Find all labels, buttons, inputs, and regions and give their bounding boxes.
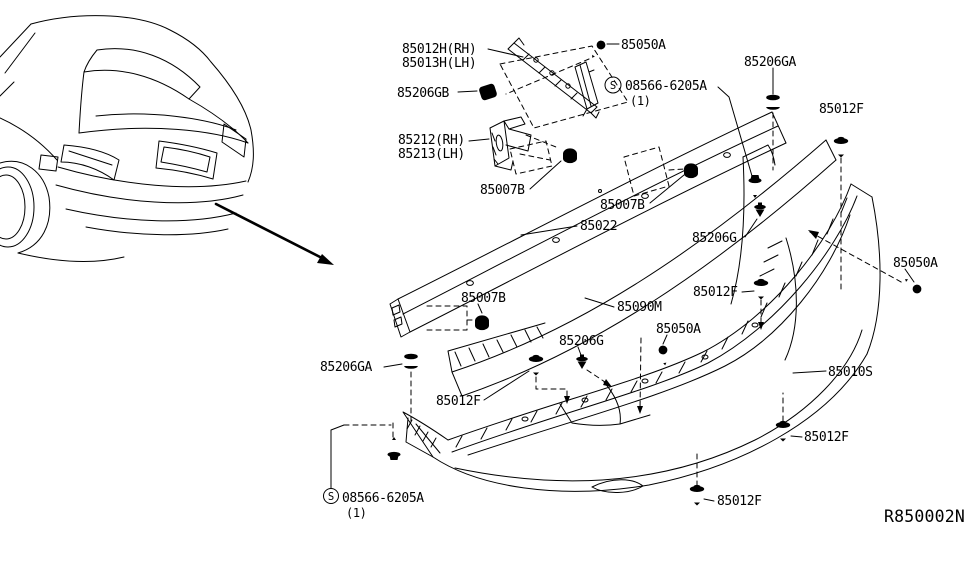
fascia-cap-hatch: [407, 420, 436, 447]
grommet-85206gb-icon: [478, 81, 498, 102]
taillight-right: [222, 124, 246, 157]
fascia-molding-hatch: [456, 198, 847, 447]
callout-energy-absorber: 85090M: [617, 300, 662, 315]
reinforcement-bar-85022: [390, 112, 786, 337]
screw-85050a-top-icon: [588, 38, 608, 61]
callout-clip-center: 85012F: [436, 394, 481, 409]
s-symbol-top: S: [610, 80, 616, 92]
callout-finisher-lh: 85013H(LH): [402, 56, 476, 71]
leader-lines: [331, 44, 914, 501]
bumper-fascia-85010s: [403, 145, 880, 493]
callout-screw-center: 85050A: [656, 322, 701, 337]
nut-85007b-lower-icon: [475, 315, 489, 331]
callout-grommet-g-center: 85206G: [559, 334, 604, 349]
license-recess: [156, 141, 217, 179]
s-circle-top: [605, 77, 621, 93]
callout-bumper-fascia: 85010S: [828, 365, 873, 380]
nut-85007b-mid-icon: [684, 163, 698, 179]
car-rear-view: [0, 16, 253, 262]
energy-absorber-85090m: [448, 140, 836, 396]
fuel-door: [39, 155, 58, 171]
clip-85012f-topright-icon: [833, 136, 849, 158]
grommet-85206ga-left-icon: [402, 353, 420, 369]
screw-85050a-right-icon: [902, 275, 924, 296]
callout-clip-right: 85012F: [693, 285, 738, 300]
rear-bumper: [56, 167, 246, 235]
callout-reinforcement-bar: 85022: [580, 219, 617, 234]
s-circle-bottom: [324, 489, 339, 504]
clip-85012f-right-icon: [753, 278, 769, 300]
pointer-arrow: [216, 204, 334, 265]
grommet-85206ga-right-icon: [764, 94, 782, 110]
rear-window: [84, 49, 200, 99]
callout-s-bolt-top-qty: (1): [630, 94, 650, 108]
bolt-08566-top-icon: [748, 175, 762, 198]
screw-85050a-center-icon: [658, 345, 670, 366]
callout-s-bolt-bottom: 08566-6205A: [342, 491, 424, 506]
bracket-85212: [490, 117, 531, 170]
absorber-hatch: [455, 327, 543, 366]
callout-s-bolt-bottom-qty: (1): [346, 506, 366, 520]
callout-screw-top: 85050A: [621, 38, 666, 53]
callout-nut-upper: 85007B: [480, 183, 525, 198]
callout-clip-bottom: 85012F: [717, 494, 762, 509]
finisher-bracket: [575, 62, 598, 116]
callout-nut-mid: 85007B: [600, 198, 645, 213]
nut-85007b-upper-icon: [563, 148, 577, 164]
callout-clip-top-right: 85012F: [819, 102, 864, 117]
callout-grommet-gb: 85206GB: [397, 86, 450, 101]
callout-bracket-rh: 85212(RH): [398, 133, 465, 148]
diagram-ref-code: R850002N: [884, 507, 965, 526]
callout-clip-lower-right: 85012F: [804, 430, 849, 445]
clip-85012f-bottom-icon: [689, 484, 705, 506]
grommet-85206g-right-icon: [754, 202, 766, 217]
callout-grommet-ga-right: 85206GA: [744, 55, 797, 70]
callout-grommet-g-right: 85206G: [692, 231, 737, 246]
grommet-85206g-center-icon: [576, 354, 588, 369]
s-symbol-bottom: S: [328, 491, 334, 503]
fascia-tongue: [592, 480, 643, 493]
callout-nut-lower: 85007B: [461, 291, 506, 306]
callout-s-bolt-top: 08566-6205A: [625, 79, 707, 94]
wheel-arch: [0, 161, 50, 253]
clip-85012f-center-icon: [528, 354, 544, 376]
callout-finisher-rh: 85012H(RH): [402, 42, 476, 57]
dash-arrowheads: [564, 230, 819, 414]
callout-grommet-ga-left: 85206GA: [320, 360, 373, 375]
bolt-08566-bottom-icon: [387, 437, 401, 460]
construction-dashes: [344, 46, 903, 486]
callout-screw-right: 85050A: [893, 256, 938, 271]
callout-bracket-lh: 85213(LH): [398, 147, 465, 162]
license-finisher-strip: [508, 38, 599, 118]
wheel: [0, 167, 34, 247]
